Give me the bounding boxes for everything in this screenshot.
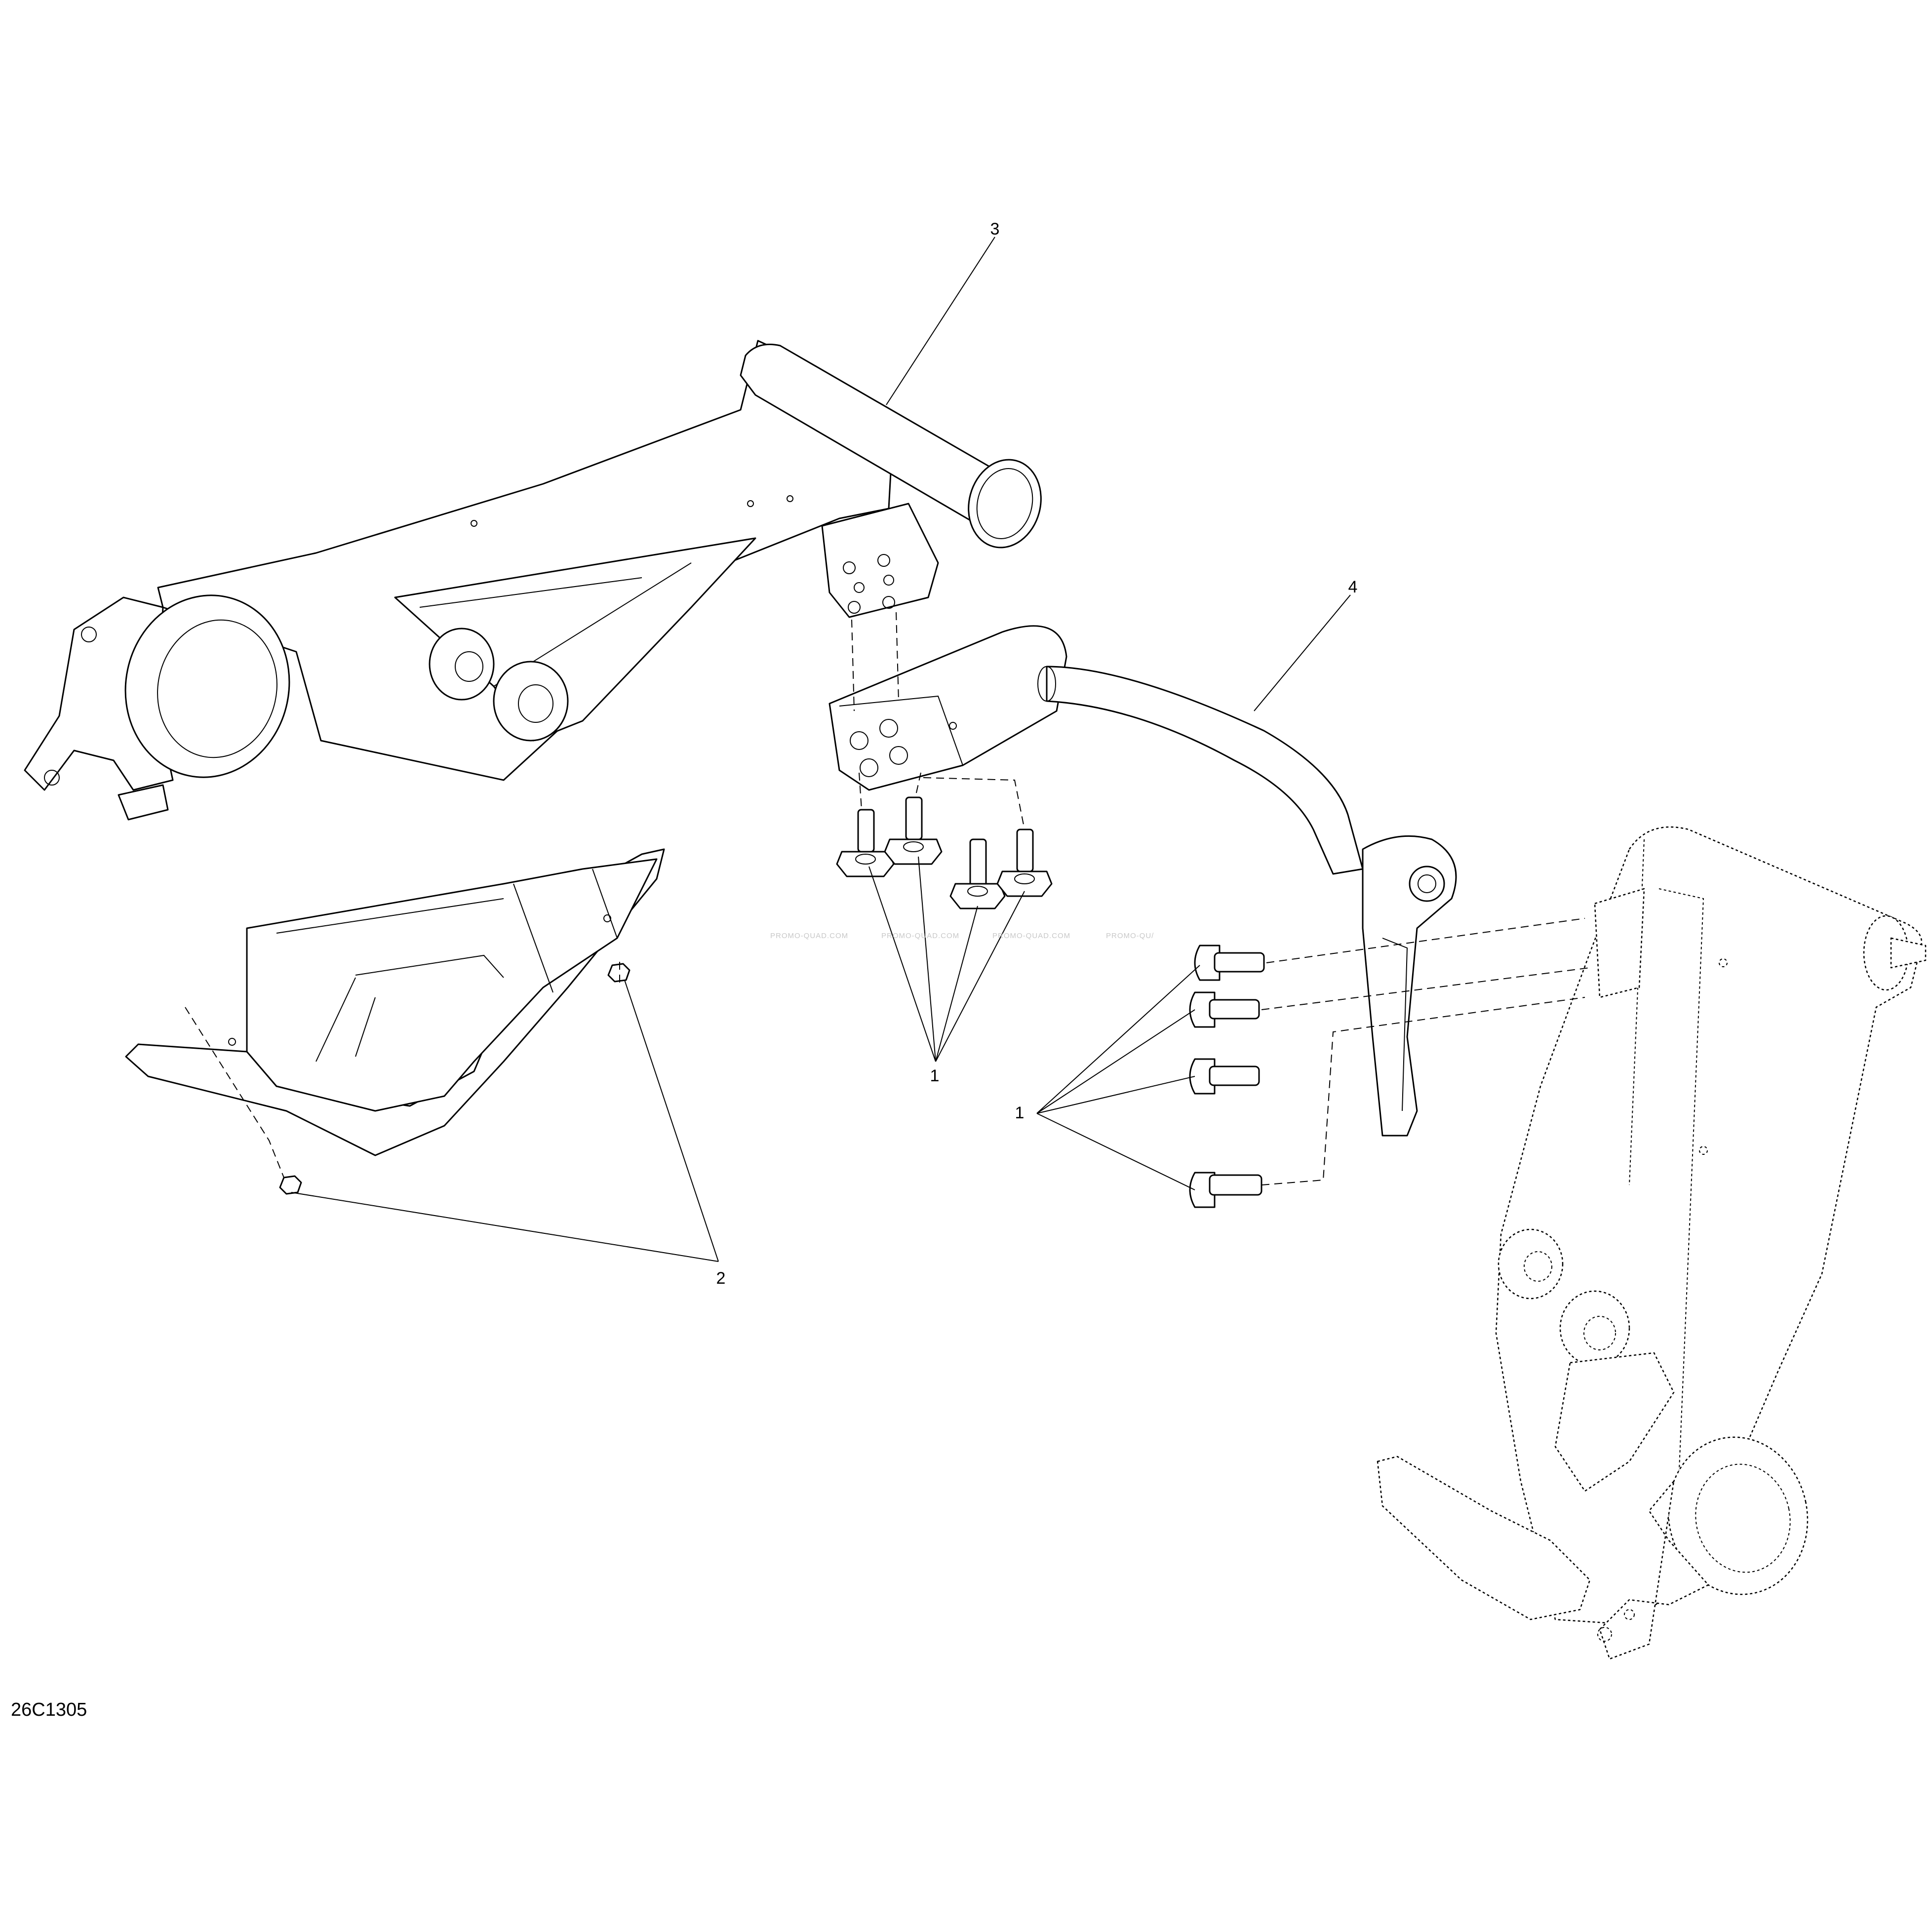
callout-bolts-top: 1 <box>930 1066 940 1085</box>
bolt <box>884 796 943 865</box>
callout-swing-arm: 3 <box>990 220 1000 238</box>
watermark: PROMO-QUAD.COM <box>770 932 848 940</box>
bolt <box>1189 1172 1262 1208</box>
callout-bolts-right: 1 <box>1015 1104 1025 1122</box>
bolt-group-right <box>1189 945 1265 1208</box>
bolt <box>996 828 1053 897</box>
callout-nuts: 2 <box>716 1269 726 1288</box>
bolt-group-top <box>836 796 1053 909</box>
swing-arm-part <box>24 340 1042 821</box>
figure-code: 26C1305 <box>11 1699 87 1720</box>
bolt <box>949 838 1006 909</box>
bolt <box>836 809 895 877</box>
callout-sway-bar: 4 <box>1348 578 1358 596</box>
watermark: PROMO-QU/ <box>1106 932 1154 940</box>
nut <box>279 1175 302 1195</box>
bolt <box>1189 991 1260 1028</box>
bolt <box>1194 945 1265 981</box>
skid-plate-part <box>125 848 665 1156</box>
nut <box>607 963 631 983</box>
reference-assembly-ghosted <box>1377 826 1927 1660</box>
assembly-lines <box>185 612 1590 1185</box>
sway-bar-part <box>828 625 1457 1137</box>
leader-lines <box>291 237 1351 1262</box>
bolt <box>1189 1058 1260 1095</box>
watermark: PROMO-QUAD.COM <box>881 932 959 940</box>
watermark: PROMO-QUAD.COM <box>992 932 1070 940</box>
